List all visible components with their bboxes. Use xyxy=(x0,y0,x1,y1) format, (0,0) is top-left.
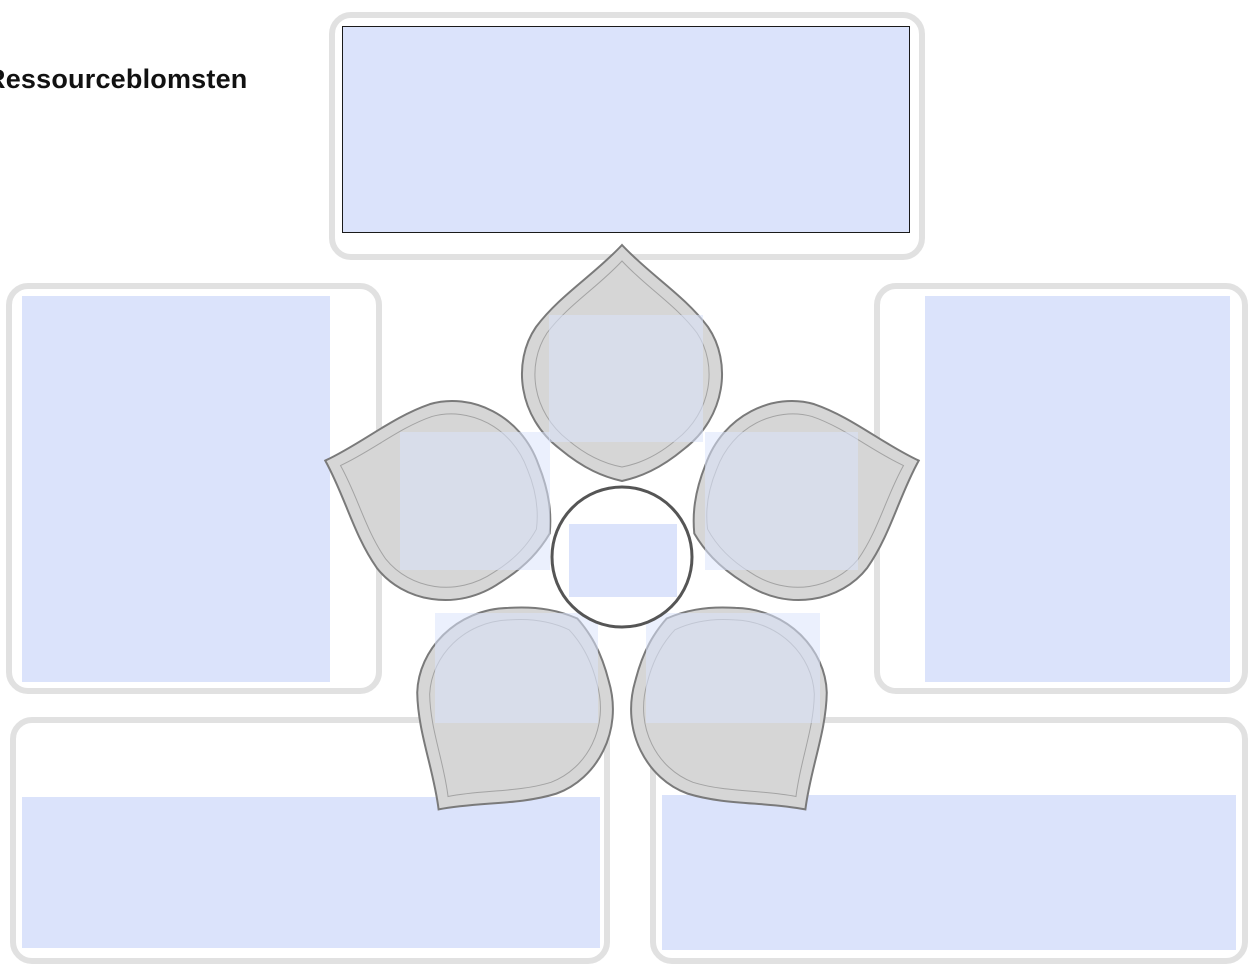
petal-field-upper-right[interactable] xyxy=(705,432,858,570)
bottom-right-resource-field[interactable] xyxy=(662,795,1236,950)
petal-field-lower-left[interactable] xyxy=(435,613,598,723)
petal-field-top[interactable] xyxy=(549,315,703,442)
bottom-left-resource-field[interactable] xyxy=(22,797,600,948)
petal-field-upper-left[interactable] xyxy=(400,432,550,570)
page-title: Ressourceblomsten xyxy=(0,64,247,95)
top-resource-field[interactable] xyxy=(342,26,910,233)
center-field[interactable] xyxy=(569,524,677,597)
left-resource-field[interactable] xyxy=(22,296,330,682)
petal-field-lower-right[interactable] xyxy=(646,613,820,723)
right-resource-field[interactable] xyxy=(925,296,1230,682)
